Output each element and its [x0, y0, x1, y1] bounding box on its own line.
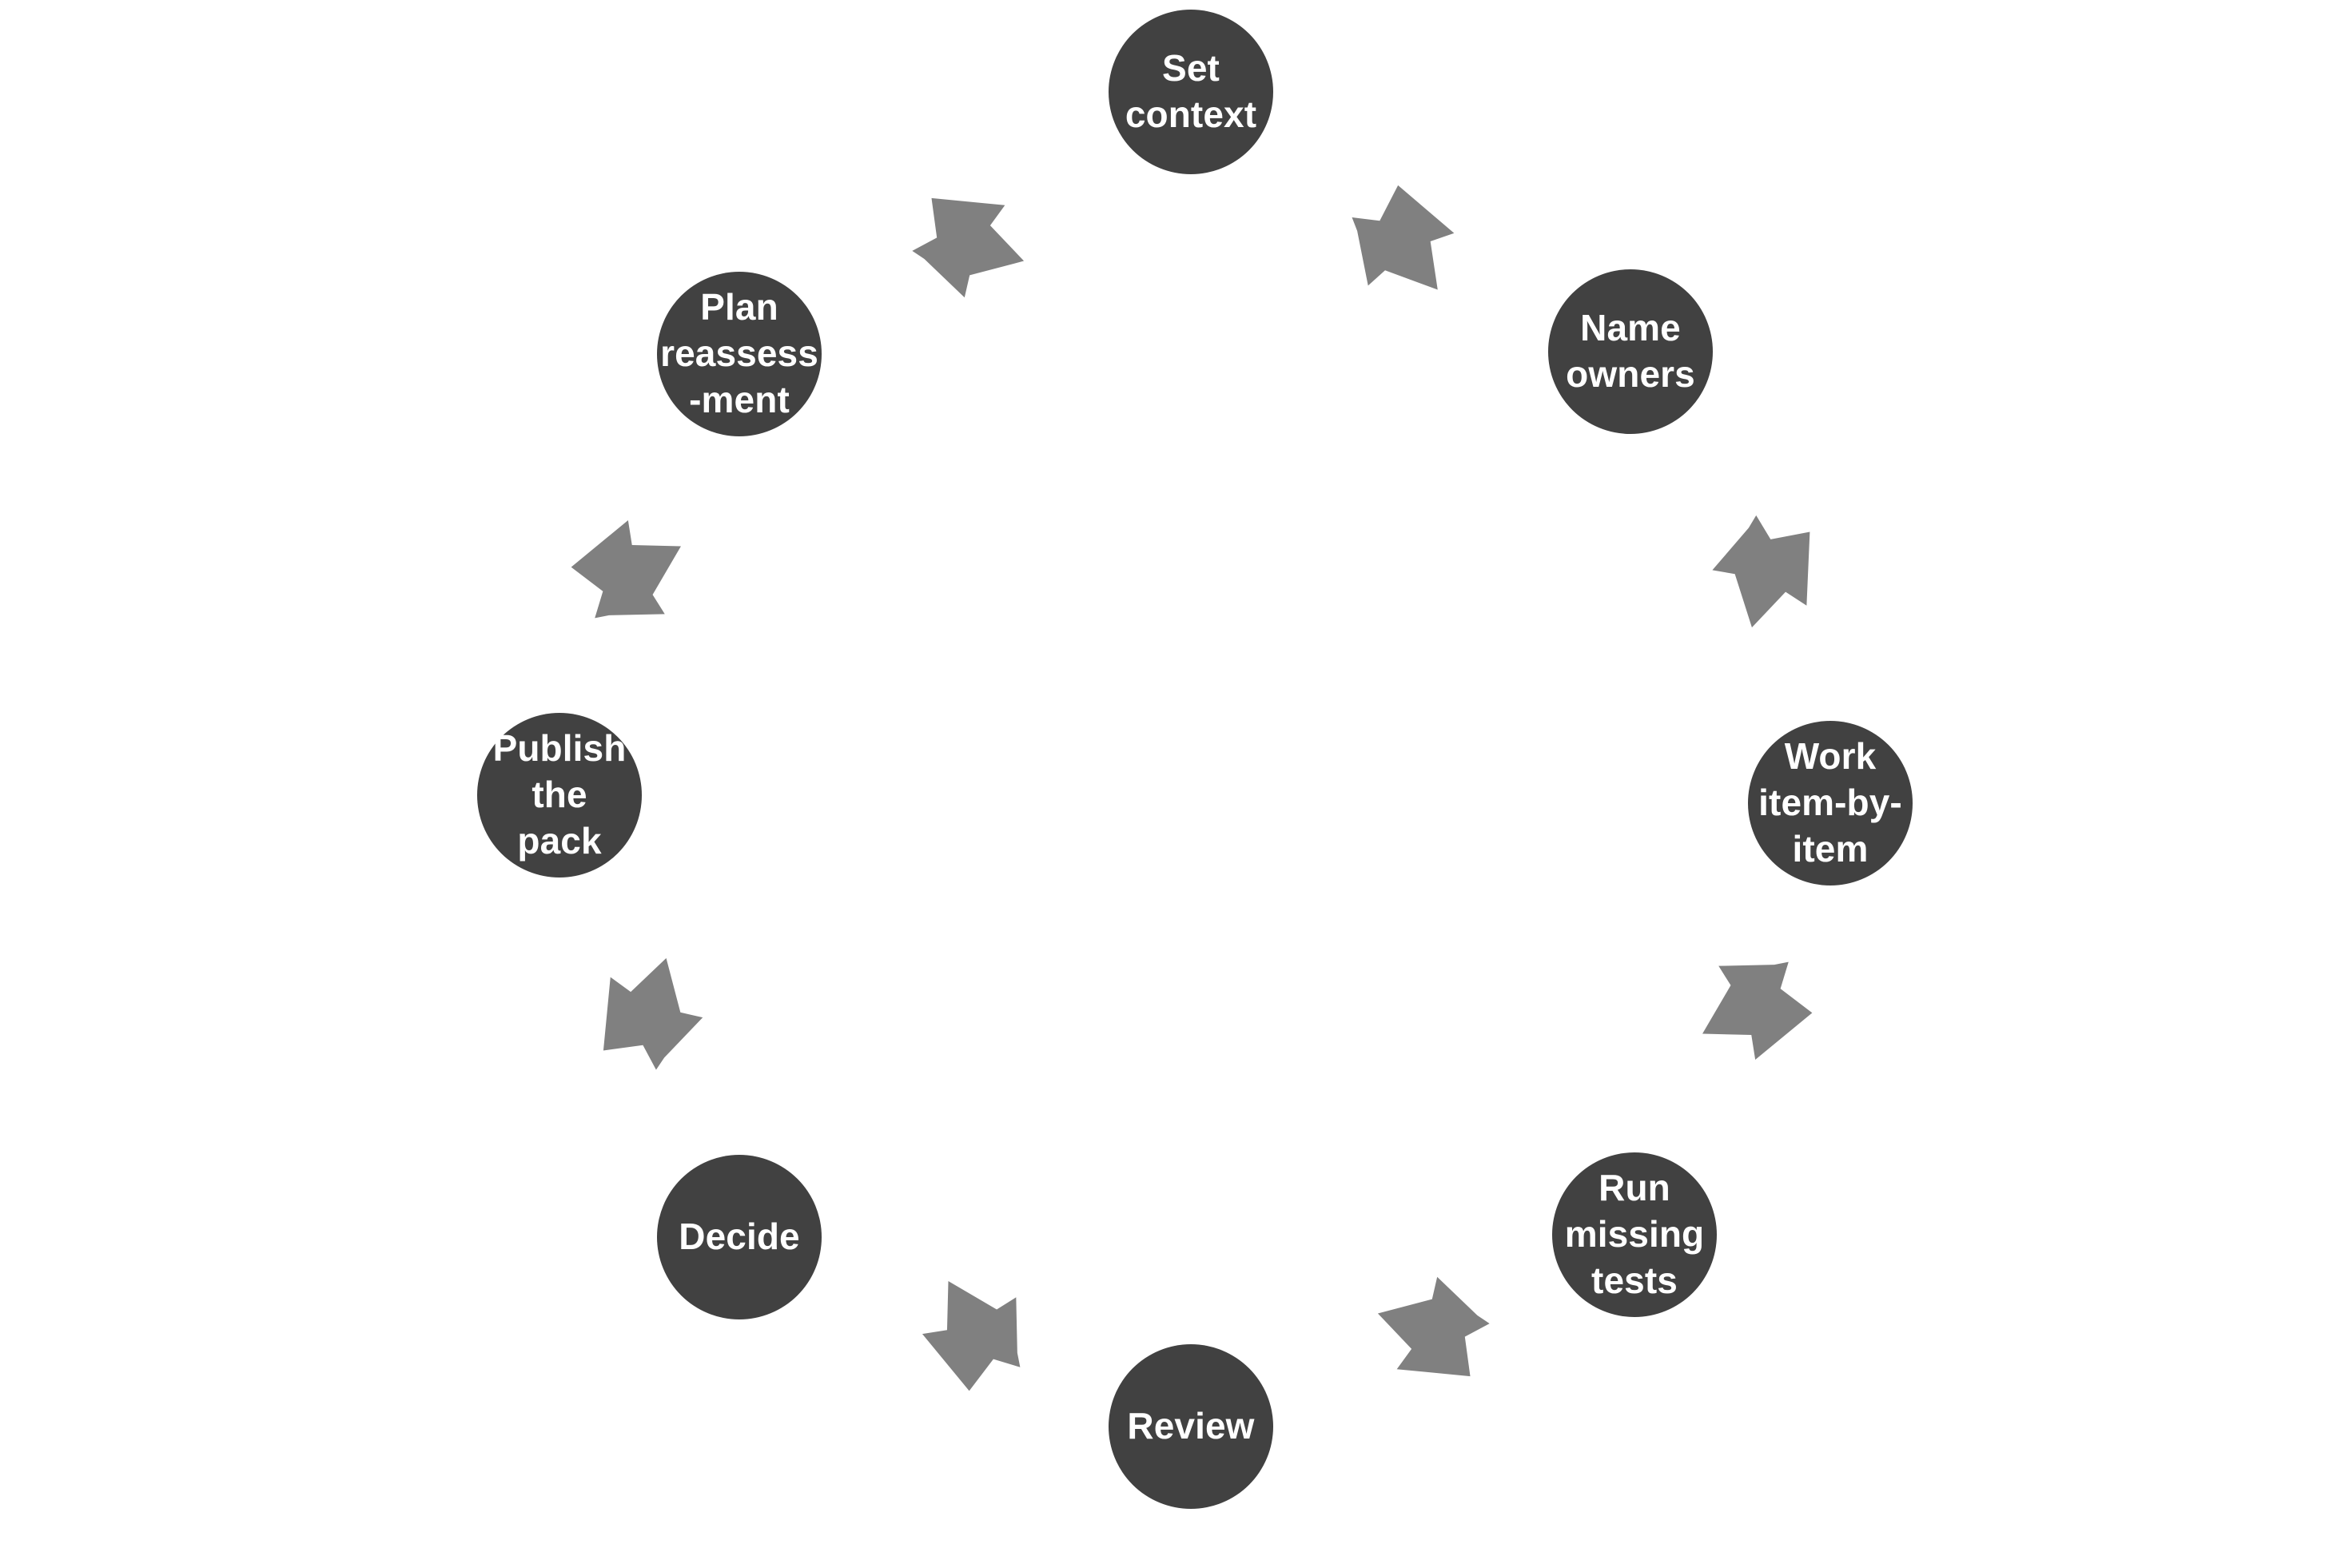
arrow-set-context-to-name-owners: [1326, 165, 1483, 325]
arrow-run-tests-to-review: [1352, 1255, 1508, 1407]
cycle-node-decide[interactable]: Decide: [657, 1155, 822, 1319]
arrow-plan-reassessment-to-set-context: [893, 168, 1049, 320]
cycle-node-label-set-context: Set context: [1125, 47, 1257, 135]
cycle-node-label-run-missing-tests: Run missing tests: [1564, 1167, 1705, 1301]
arrow-name-owners-to-work-item-by-item: [1692, 497, 1841, 651]
cycle-node-label-decide: Decide: [679, 1216, 800, 1258]
cycle-arrow-icon: [1702, 961, 1813, 1061]
arrow-publish-the-pack-to-plan-reassessment: [556, 499, 707, 645]
arrow-decide-to-publish-the-pack: [573, 933, 725, 1088]
cycle-arrow-icon: [571, 519, 681, 619]
cycle-arrow-icon: [922, 1281, 1021, 1391]
cycle-node-label-review: Review: [1127, 1405, 1255, 1447]
cycle-node-plan-reassessment[interactable]: Plan reassess -ment: [657, 272, 822, 436]
cycle-node-name-owners[interactable]: Name owners: [1548, 269, 1713, 434]
cycle-node-label-name-owners: Name owners: [1566, 307, 1695, 395]
cycle-arrow-icon: [912, 197, 1025, 298]
cycle-arrow-icon: [1377, 1276, 1490, 1377]
cycle-node-publish-the-pack[interactable]: Publish the pack: [477, 713, 642, 878]
cycle-node-set-context[interactable]: Set context: [1109, 10, 1273, 174]
cycle-arrow-icon: [1352, 185, 1455, 290]
arrow-review-to-decide: [901, 1256, 1047, 1407]
cycle-node-label-work-item-by-item: Work item-by- item: [1758, 735, 1902, 870]
cycle-arrow-icon: [1712, 515, 1810, 628]
cycle-node-work-item-by-item[interactable]: Work item-by- item: [1748, 721, 1913, 885]
cycle-node-label-plan-reassessment: Plan reassess -ment: [660, 286, 818, 420]
cycle-node-label-publish-the-pack: Publish the pack: [492, 727, 627, 862]
cycle-arrow-icon: [603, 957, 703, 1070]
cycle-node-run-missing-tests[interactable]: Run missing tests: [1552, 1152, 1717, 1317]
cycle-node-review[interactable]: Review: [1109, 1344, 1273, 1509]
arrow-work-item-by-item-to-run-tests: [1677, 936, 1828, 1082]
